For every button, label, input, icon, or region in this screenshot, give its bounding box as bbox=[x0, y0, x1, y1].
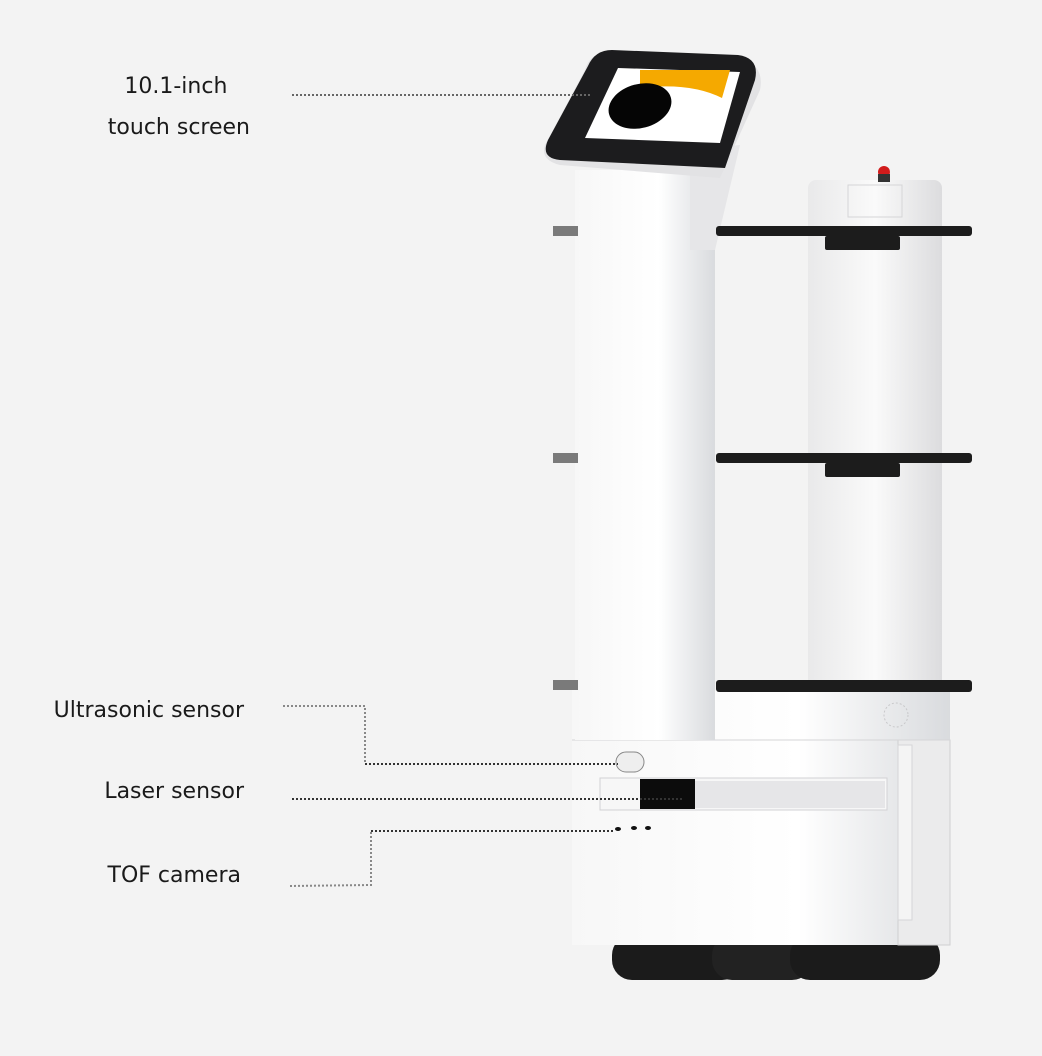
shelf-back-panel bbox=[808, 180, 942, 690]
callout-lines bbox=[283, 94, 682, 887]
callout-touch-screen-line1: 10.1-inch bbox=[124, 74, 228, 99]
callout-touch-screen-line2: touch screen bbox=[107, 115, 250, 140]
tof-camera bbox=[615, 826, 651, 831]
ultrasonic-sensor bbox=[615, 751, 645, 773]
touch-screen bbox=[544, 50, 761, 178]
speaker-grille bbox=[883, 702, 909, 728]
callout-tof-camera: TOF camera bbox=[107, 863, 241, 888]
shelves bbox=[716, 226, 972, 692]
callout-laser-sensor: Laser sensor bbox=[104, 779, 244, 804]
callout-touch-screen: 10.1-inch touch screen bbox=[108, 66, 250, 148]
robot-column bbox=[575, 170, 715, 740]
wheels bbox=[612, 935, 940, 980]
callout-ultrasonic-sensor: Ultrasonic sensor bbox=[53, 698, 244, 723]
